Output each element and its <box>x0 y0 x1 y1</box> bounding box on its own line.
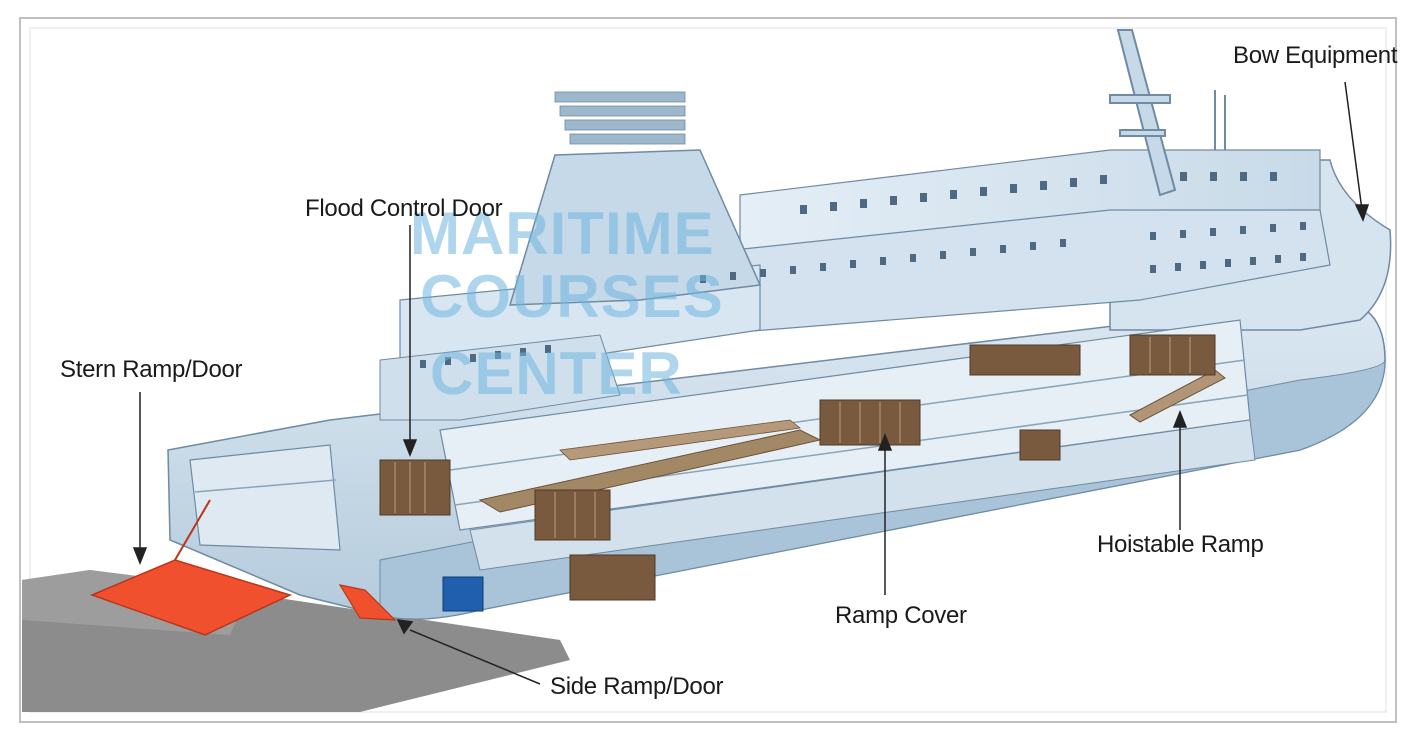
cargo-blocks <box>379 334 1216 601</box>
frame-border <box>19 17 1397 723</box>
watermark-line-2: COURSES <box>420 263 724 330</box>
leader-lines <box>132 81 1370 685</box>
stern-ramp <box>89 559 293 636</box>
label-bow-equipment: Bow Equipment <box>1233 42 1398 69</box>
label-hoistable-ramp: Hoistable Ramp <box>1097 531 1264 558</box>
blue-container <box>442 576 484 612</box>
windows-lower-row <box>420 253 1306 368</box>
hoistable-ramp-shape <box>1129 369 1226 423</box>
internal-ramp-mid <box>559 419 801 461</box>
cargo-block-stripes <box>394 337 1191 538</box>
watermark-line-3: CENTER <box>430 340 683 407</box>
side-ramp <box>338 584 397 621</box>
frame-inner-border <box>29 27 1387 713</box>
label-side-ramp-door: Side Ramp/Door <box>550 673 724 700</box>
mast <box>1109 29 1226 197</box>
label-stern-ramp-door: Stern Ramp/Door <box>60 356 243 383</box>
watermark-line-1: MARITIME <box>410 200 715 267</box>
windows-upper-row <box>800 172 1277 214</box>
stern-structure <box>379 334 621 421</box>
funnel-exhaust-grille <box>554 91 686 145</box>
stern-opening <box>189 444 341 551</box>
label-ramp-cover: Ramp Cover <box>835 602 967 629</box>
stern-ramp-hinge <box>174 499 211 561</box>
windows-mid-row <box>700 222 1306 283</box>
funnel <box>508 149 762 306</box>
stern-deck-line <box>194 479 337 493</box>
label-flood-control-door: Flood Control Door <box>305 195 503 222</box>
